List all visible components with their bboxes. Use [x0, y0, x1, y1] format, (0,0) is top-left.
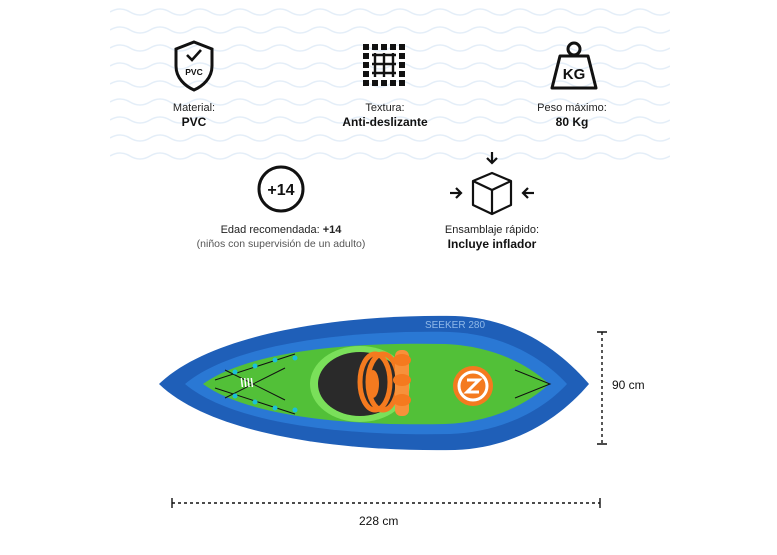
feature-peso-label: Peso máximo: — [537, 102, 607, 114]
feature-textura-label: Textura: — [365, 102, 405, 114]
feature-material: Material: PVC — [134, 101, 254, 129]
feature-edad-label: Edad recomendada: — [220, 224, 320, 236]
feature-textura: Textura: Anti-deslizante — [325, 101, 445, 129]
width-dimension-label: 90 cm — [612, 378, 645, 392]
kayak-image: \\\\ SEEKER 280 — [159, 315, 589, 451]
pvc-icon-text: PVC — [185, 67, 202, 77]
age-icon-text: +14 — [267, 182, 294, 199]
length-dimension-line — [171, 498, 601, 508]
weight-icon: KG — [550, 41, 598, 90]
kg-icon-text: KG — [563, 66, 586, 83]
feature-edad-value: +14 — [322, 224, 342, 236]
feature-ensamblaje-value: Incluye inflador — [447, 237, 537, 251]
feature-material-value: PVC — [181, 115, 207, 129]
feature-edad: Edad recomendada: +14 (niños con supervi… — [186, 223, 376, 251]
length-dimension-label: 228 cm — [359, 514, 399, 528]
kayak-hull-text: SEEKER 280 — [425, 320, 485, 331]
feature-ensamblaje-label: Ensamblaje rápido: — [444, 224, 540, 236]
box-arrows-icon — [450, 152, 534, 216]
svg-text:\\\\: \\\\ — [240, 376, 254, 390]
feature-peso-value: 80 Kg — [555, 115, 589, 129]
grid-texture-icon — [363, 44, 405, 86]
feature-edad-note: (niños con supervisión de un adulto) — [196, 238, 366, 250]
feature-ensamblaje: Ensamblaje rápido: Incluye inflador — [432, 223, 552, 251]
feature-peso: Peso máximo: 80 Kg — [512, 101, 632, 129]
feature-textura-value: Anti-deslizante — [342, 115, 428, 129]
shield-check-icon: PVC — [174, 40, 214, 92]
age-badge-icon: +14 — [257, 165, 305, 213]
width-dimension-line — [597, 331, 607, 445]
feature-material-label: Material: — [172, 102, 216, 114]
